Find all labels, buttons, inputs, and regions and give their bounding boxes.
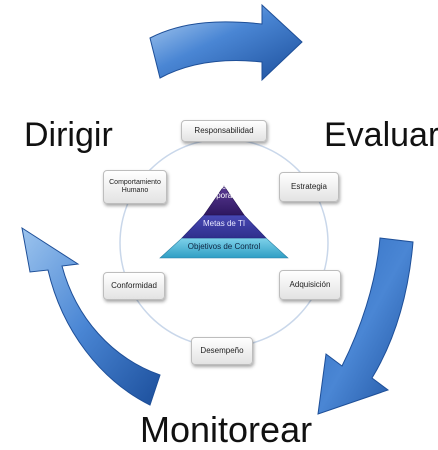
right-curved-arrow bbox=[317, 237, 414, 415]
label-evaluar: Evaluar bbox=[324, 116, 438, 154]
item-desempeno: Desempeño bbox=[191, 337, 253, 365]
item-comportamiento-humano: Comportamiento Humano bbox=[103, 170, 167, 204]
item-adquisicion: Adquisición bbox=[279, 270, 341, 300]
item-conformidad: Conformidad bbox=[103, 272, 165, 300]
pyramid-top-label: Meta Corporativa bbox=[203, 182, 245, 200]
item-responsabilidad: Responsabilidad bbox=[181, 120, 267, 142]
pyramid-top-tier bbox=[203, 185, 245, 216]
label-dirigir: Dirigir bbox=[24, 116, 113, 154]
pyramid-bottom-label: Objetivos de Control bbox=[187, 242, 261, 251]
top-curved-arrow bbox=[149, 3, 303, 82]
pyramid-middle-label: Metas de TI bbox=[202, 219, 246, 228]
left-curved-arrow bbox=[21, 226, 161, 406]
item-estrategia: Estrategia bbox=[279, 172, 339, 202]
label-monitorear: Monitorear bbox=[140, 409, 313, 450]
